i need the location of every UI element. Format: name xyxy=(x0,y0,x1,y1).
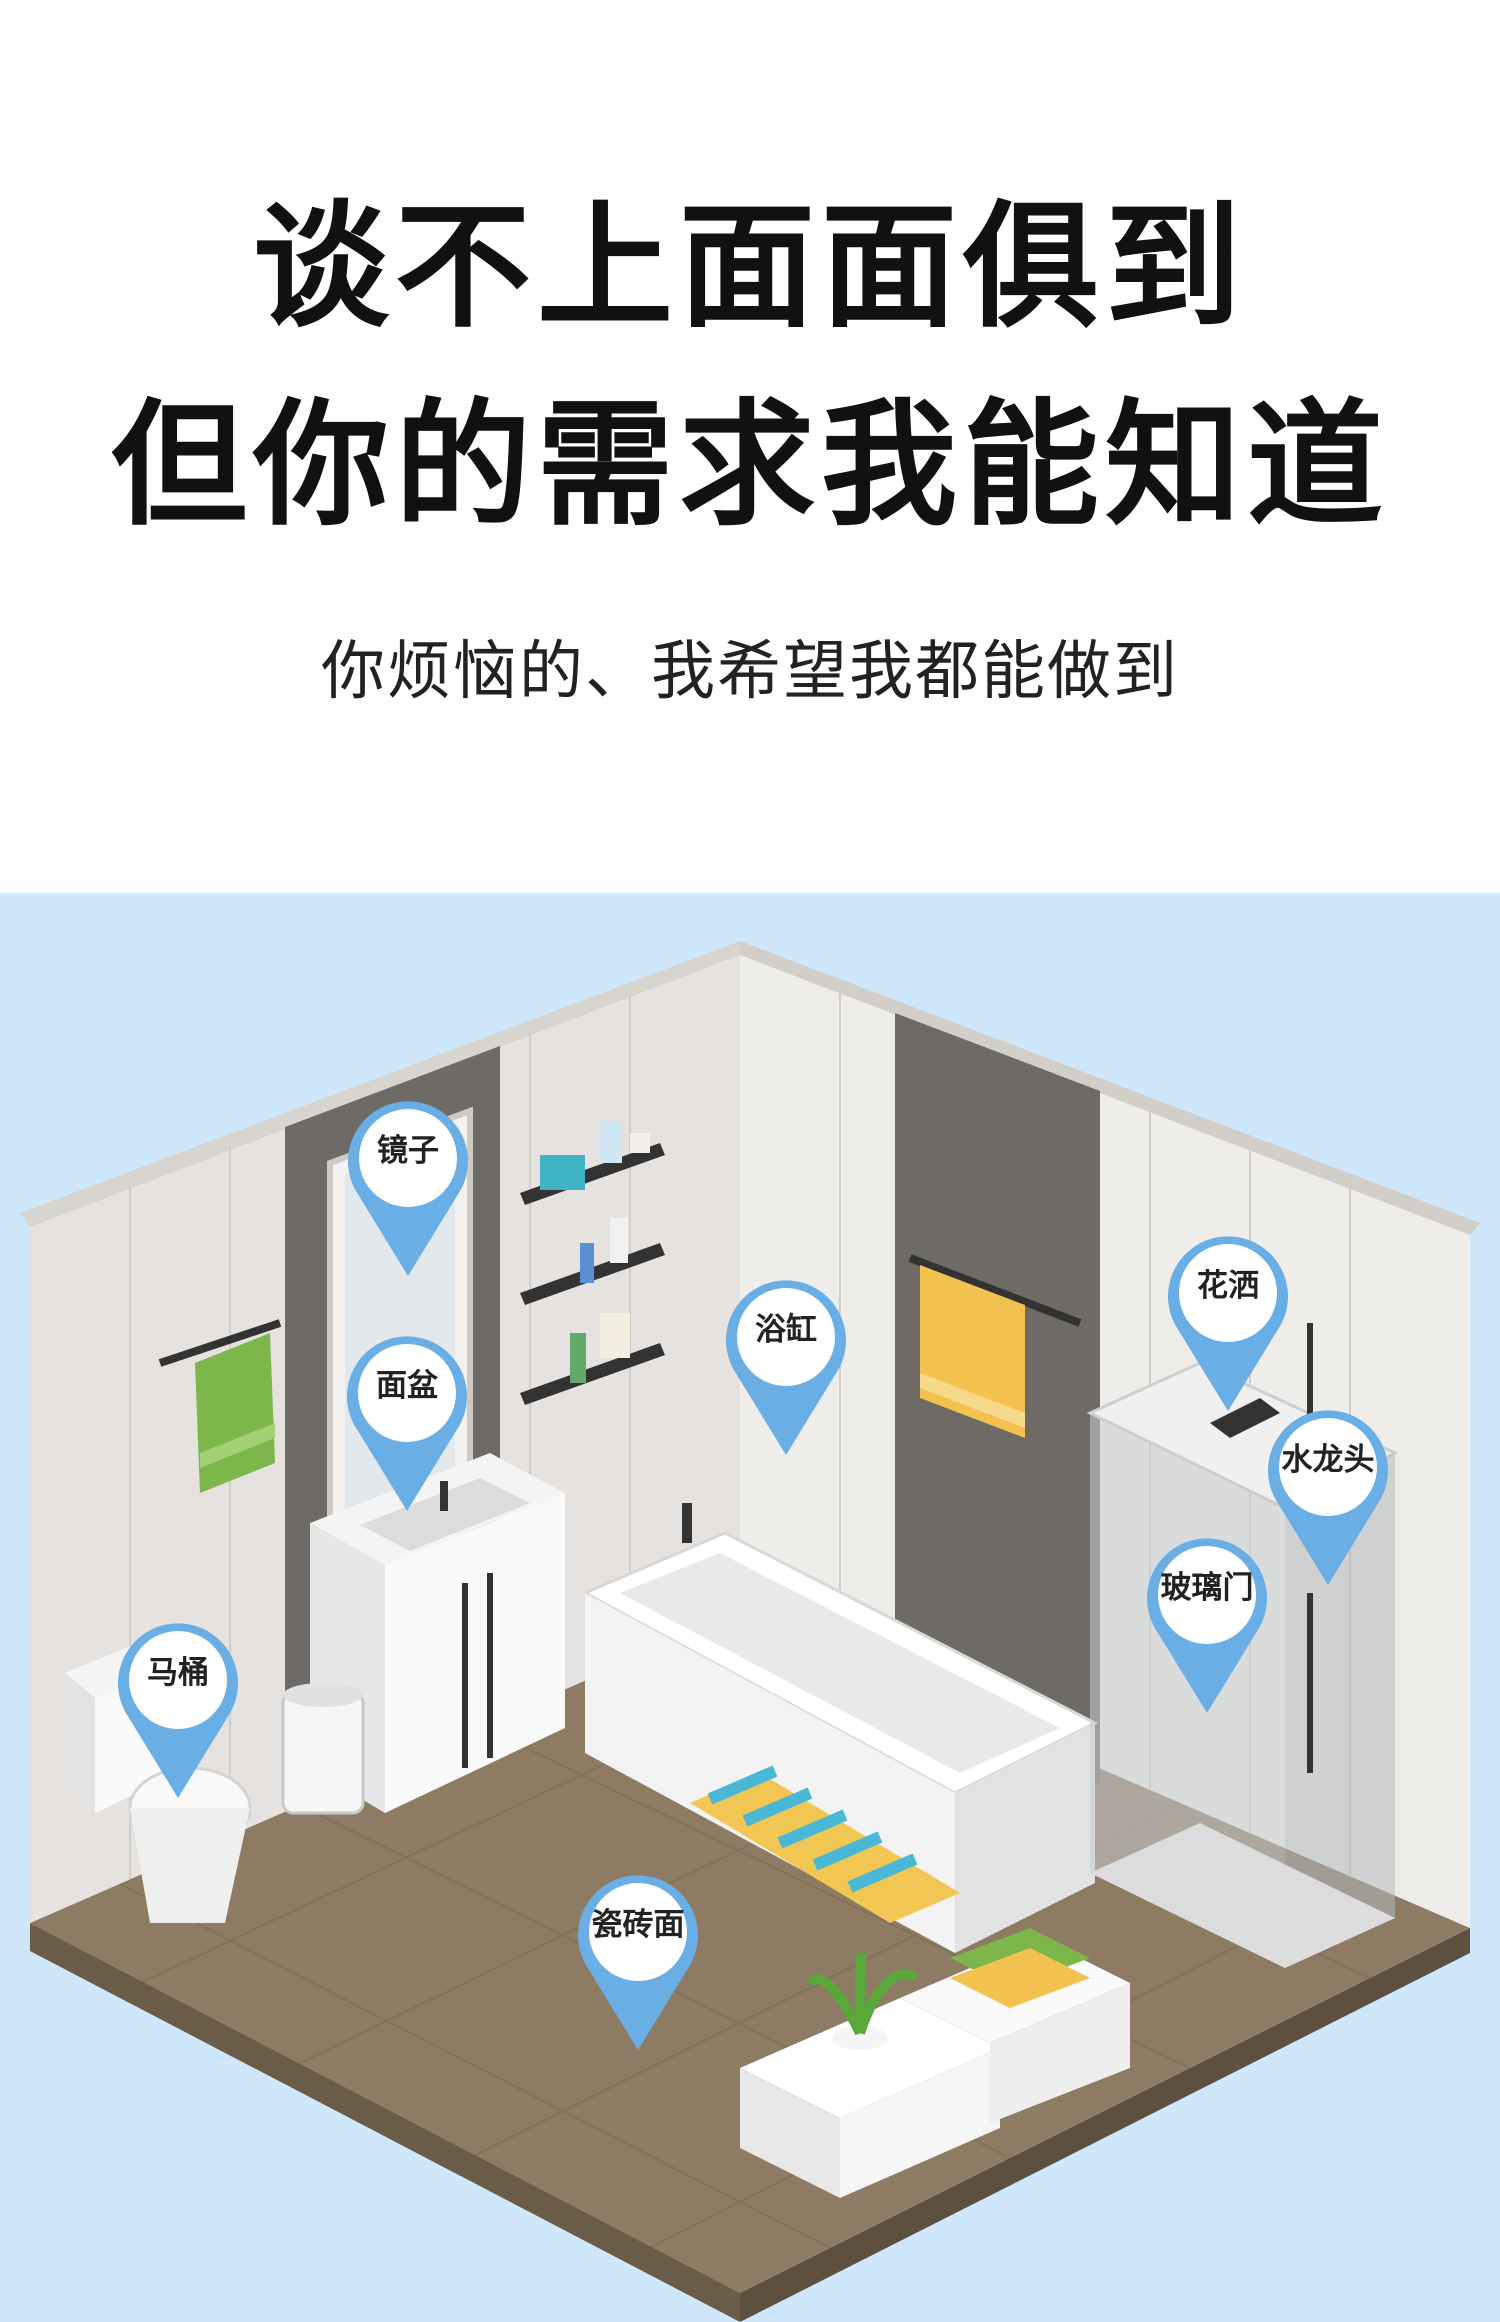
pin-basin[interactable]: 面盆 xyxy=(342,1331,472,1516)
pin-glass-door[interactable]: 玻璃门 xyxy=(1142,1533,1272,1718)
towel-right xyxy=(908,1254,1082,1438)
map-pin-icon xyxy=(348,1101,468,1276)
pin-label-toilet: 马桶 xyxy=(147,1655,209,1691)
pin-bathtub[interactable]: 浴缸 xyxy=(721,1275,851,1460)
map-pin-icon xyxy=(578,1875,698,2050)
pin-label-bathtub: 浴缸 xyxy=(755,1312,817,1348)
toilet xyxy=(65,1638,252,1923)
headline-line-1: 谈不上面面俱到 xyxy=(253,189,1247,347)
pin-label-shower: 花洒 xyxy=(1197,1268,1259,1304)
shelves xyxy=(520,1121,665,1405)
pin-faucet[interactable]: 水龙头 xyxy=(1263,1405,1393,1590)
pin-label-basin: 面盆 xyxy=(376,1368,438,1404)
bench xyxy=(740,1928,1130,2198)
pin-label-glass-door: 玻璃门 xyxy=(1160,1570,1254,1606)
bathroom-drawing xyxy=(20,941,1480,2322)
shower-cabin xyxy=(1086,1323,1399,1968)
wall-top-right xyxy=(740,941,1480,1235)
bathroom-illustration: 镜子 面盆 浴缸 花洒 xyxy=(0,893,1500,2322)
floor-edge-right xyxy=(740,1928,1470,2322)
pin-toilet[interactable]: 马桶 xyxy=(113,1618,243,1803)
pin-tile-surface[interactable]: 瓷砖面 xyxy=(573,1870,703,2055)
headline-line-2: 但你的需求我能知道 xyxy=(111,387,1389,545)
subtitle: 你烦恼的、我希望我都能做到 xyxy=(321,635,1179,709)
floor-edge-left xyxy=(30,1923,740,2322)
map-pin-icon xyxy=(1168,1236,1288,1411)
pin-label-faucet: 水龙头 xyxy=(1281,1442,1375,1478)
map-pin-icon xyxy=(726,1280,846,1455)
map-pin-icon xyxy=(1147,1538,1267,1713)
pin-mirror[interactable]: 镜子 xyxy=(343,1096,473,1281)
pin-label-mirror: 镜子 xyxy=(377,1133,439,1169)
map-pin-icon xyxy=(347,1336,467,1511)
towel-left xyxy=(158,1319,282,1493)
trash-can xyxy=(281,1683,365,1815)
pin-shower[interactable]: 花洒 xyxy=(1163,1231,1293,1416)
vanity xyxy=(310,1453,565,1813)
bath-mat xyxy=(690,1765,960,1923)
pin-label-tile-surface: 瓷砖面 xyxy=(591,1907,685,1943)
map-pin-icon xyxy=(1268,1410,1388,1585)
wall-top-left xyxy=(20,941,740,1227)
map-pin-icon xyxy=(118,1623,238,1798)
